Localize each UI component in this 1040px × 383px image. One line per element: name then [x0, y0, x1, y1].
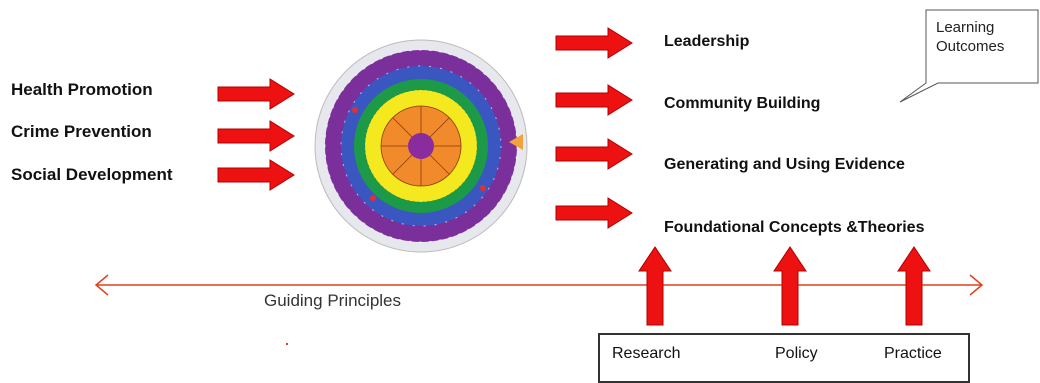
research-policy-practice-box: Research Policy Practice — [598, 333, 970, 383]
arrow-up-policy — [773, 246, 807, 326]
label-practice: Practice — [884, 345, 942, 362]
arrow-up-research — [638, 246, 672, 326]
arrow-up-practice — [897, 246, 931, 326]
callout-box — [899, 9, 1039, 103]
arrow-right-1 — [217, 78, 295, 110]
callout-line-2: Outcomes — [936, 38, 1005, 55]
callout-line-1: Learning — [936, 19, 995, 36]
guiding-principles-line — [94, 274, 984, 296]
arrow-right-3 — [217, 159, 295, 191]
label-crime-prevention: Crime Prevention — [11, 122, 152, 141]
label-generating-evidence: Generating and Using Evidence — [664, 156, 905, 173]
arrow-right-4 — [555, 27, 633, 59]
callout-learning-outcomes: Learning Outcomes — [936, 18, 1036, 56]
label-leadership: Leadership — [664, 33, 750, 50]
label-social-development: Social Development — [11, 165, 173, 184]
label-policy: Policy — [775, 345, 818, 362]
label-community-building: Community Building — [664, 95, 821, 112]
arrow-right-5 — [555, 84, 633, 116]
label-research: Research — [612, 345, 681, 362]
label-guiding-principles: Guiding Principles — [264, 291, 402, 310]
framework-wheel-graphic — [314, 39, 528, 253]
arrow-right-6 — [555, 138, 633, 170]
stray-dot — [286, 343, 288, 345]
label-health-promotion: Health Promotion — [11, 80, 153, 99]
label-foundational-concepts: Foundational Concepts &Theories — [664, 219, 925, 236]
arrow-right-2 — [217, 120, 295, 152]
arrow-right-7 — [555, 197, 633, 229]
